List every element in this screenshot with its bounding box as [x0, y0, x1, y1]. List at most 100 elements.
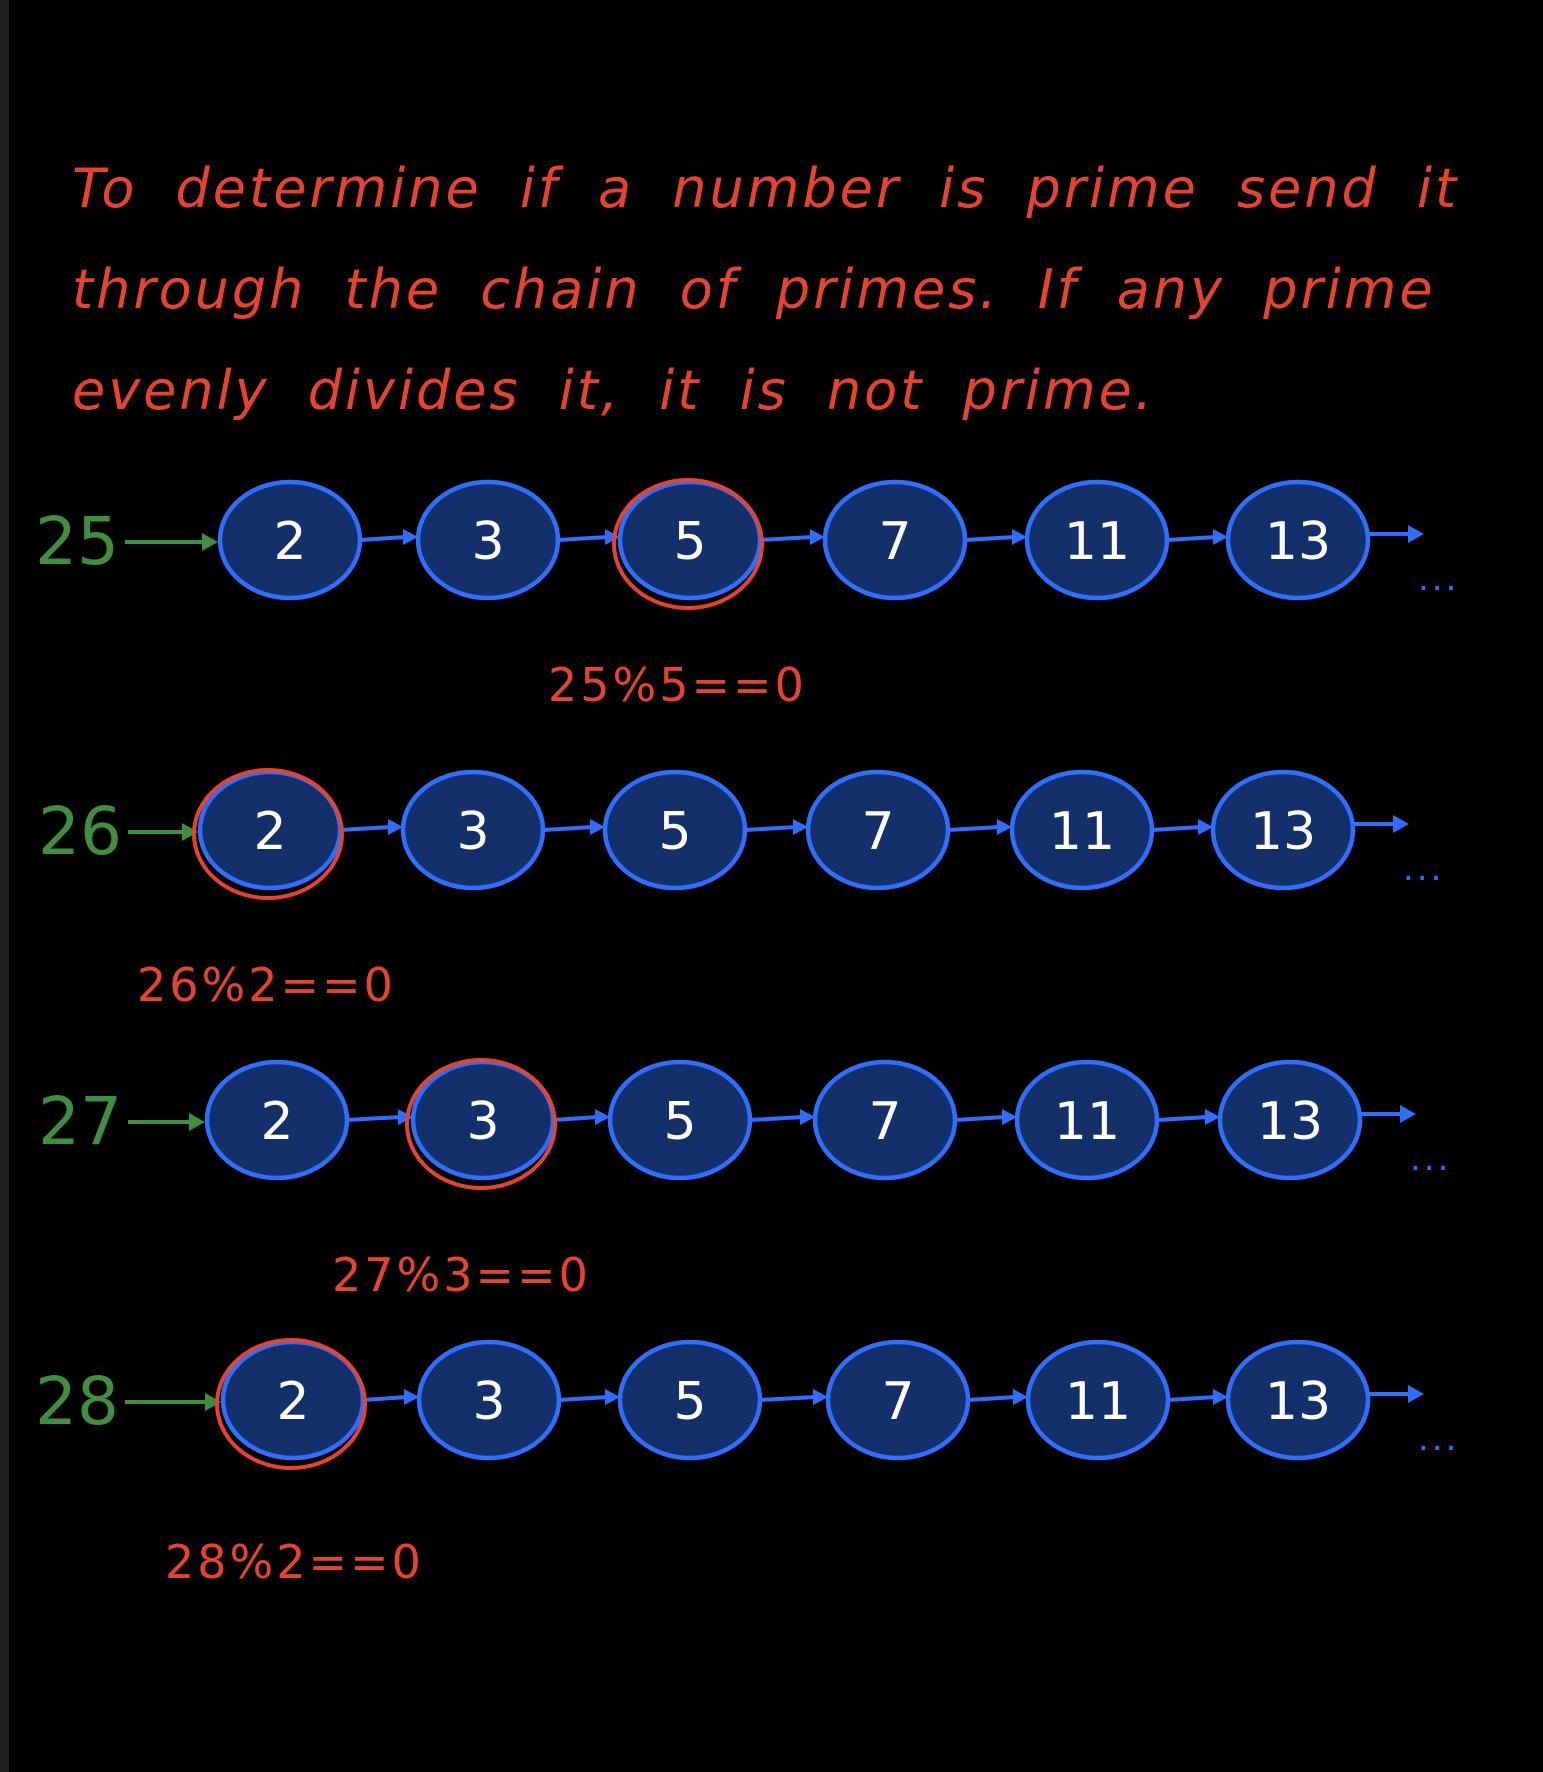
prime-node-label: 2 — [273, 512, 306, 572]
chain-link — [1167, 1395, 1217, 1402]
trailing-arrow-head — [1393, 815, 1409, 833]
input-number: 27 — [38, 1083, 122, 1160]
chain-row: 27... 2 3 5 7 11 13 — [0, 1050, 1543, 1300]
prime-node-label: 5 — [658, 802, 691, 862]
modulo-result: 28%2==0 — [165, 1535, 424, 1589]
prime-node — [617, 1339, 763, 1461]
prime-node — [1225, 479, 1371, 601]
prime-node — [415, 479, 561, 601]
prime-node-label: 7 — [861, 802, 894, 862]
prime-node — [416, 1339, 562, 1461]
prime-node-label: 7 — [878, 512, 911, 572]
chain-link-head — [403, 529, 418, 545]
chain-ellipsis: ... — [1410, 1139, 1451, 1179]
chain-link-head — [1012, 529, 1027, 545]
chain-link-head — [1213, 1389, 1228, 1405]
entry-arrow-head — [202, 533, 218, 551]
prime-node — [805, 769, 951, 891]
chain-link-head — [810, 529, 825, 545]
prime-node-label: 3 — [471, 512, 504, 572]
prime-node — [1225, 1339, 1371, 1461]
intro-text: To determine if a number is prime send i… — [72, 157, 1460, 422]
prime-node-label: 13 — [1265, 1372, 1331, 1432]
chain-link — [1151, 825, 1202, 832]
chain-link-head — [605, 1389, 620, 1405]
entry-arrow-head — [182, 823, 198, 841]
chain-link — [1156, 1115, 1209, 1122]
prime-node-label: 13 — [1257, 1092, 1323, 1152]
entry-arrow-head — [189, 1113, 205, 1131]
chain-link-head — [1002, 1109, 1017, 1125]
chain-link-head — [1205, 1109, 1220, 1125]
chain-link — [346, 1115, 402, 1122]
chain-link-head — [1013, 1389, 1028, 1405]
chain-link-head — [1198, 819, 1213, 835]
chain-link-head — [590, 819, 605, 835]
modulo-result: 26%2==0 — [137, 958, 396, 1012]
prime-node-label: 7 — [868, 1092, 901, 1152]
chain-link-head — [1213, 529, 1228, 545]
prime-node — [204, 1059, 350, 1181]
prime-node — [1210, 769, 1356, 891]
prime-node-label: 3 — [466, 1092, 499, 1152]
prime-node — [1025, 1339, 1171, 1461]
trailing-arrow-head — [1408, 1385, 1424, 1403]
divisor-highlight-ring — [215, 1338, 367, 1470]
prime-node-label: 11 — [1064, 512, 1130, 572]
chain-link — [552, 1115, 599, 1122]
chain-link — [557, 535, 609, 542]
prime-node — [1217, 1059, 1363, 1181]
chain-link-head — [800, 1109, 815, 1125]
chain-link — [1166, 535, 1217, 542]
prime-node — [825, 1339, 971, 1461]
prime-node — [400, 769, 546, 891]
chain-svg: 27... 2 3 5 7 11 13 — [38, 1058, 1451, 1190]
prime-node — [607, 1059, 753, 1181]
chain-link — [947, 825, 1001, 832]
prime-node-label: 3 — [456, 802, 489, 862]
chain-link — [749, 1115, 804, 1122]
chain-link-head — [404, 1389, 419, 1405]
prime-node — [1014, 1059, 1160, 1181]
prime-node-label: 11 — [1049, 802, 1115, 862]
prime-node-label: 11 — [1054, 1092, 1120, 1152]
divisor-highlight-ring — [405, 1058, 557, 1190]
chain-link — [744, 825, 797, 832]
chain-link-head — [997, 819, 1012, 835]
chain-link-head — [813, 1389, 828, 1405]
chain-link — [362, 1395, 408, 1402]
modulo-result: 27%3==0 — [332, 1248, 591, 1302]
left-edge-border — [0, 0, 9, 1772]
chain-row: 26... 2 3 5 7 11 13 — [0, 760, 1543, 1010]
prime-node — [1009, 769, 1155, 891]
chain-link — [954, 1115, 1006, 1122]
prime-node-label: 2 — [253, 802, 286, 862]
chain-link — [542, 825, 594, 832]
divisor-highlight-ring — [192, 768, 344, 900]
input-number: 25 — [35, 503, 119, 580]
prime-node-label: 5 — [663, 1092, 696, 1152]
prime-node — [822, 479, 968, 601]
prime-node — [217, 479, 363, 601]
chain-ellipsis: ... — [1418, 559, 1459, 599]
prime-node-label: 2 — [276, 1372, 309, 1432]
prime-node-label: 3 — [472, 1372, 505, 1432]
entry-arrow-head — [205, 1393, 221, 1411]
prime-node-label: 2 — [260, 1092, 293, 1152]
chain-link — [359, 535, 407, 542]
chain-link-head — [793, 819, 808, 835]
trailing-arrow-head — [1400, 1105, 1416, 1123]
prime-node-label: 13 — [1265, 512, 1331, 572]
chain-ellipsis: ... — [1403, 849, 1444, 889]
input-number: 26 — [38, 793, 122, 870]
input-number: 28 — [35, 1363, 119, 1440]
prime-node — [812, 1059, 958, 1181]
prime-node — [1024, 479, 1170, 601]
prime-node-label: 7 — [881, 1372, 914, 1432]
prime-node-label: 5 — [673, 1372, 706, 1432]
chain-link — [964, 535, 1016, 542]
prime-node-label: 13 — [1250, 802, 1316, 862]
